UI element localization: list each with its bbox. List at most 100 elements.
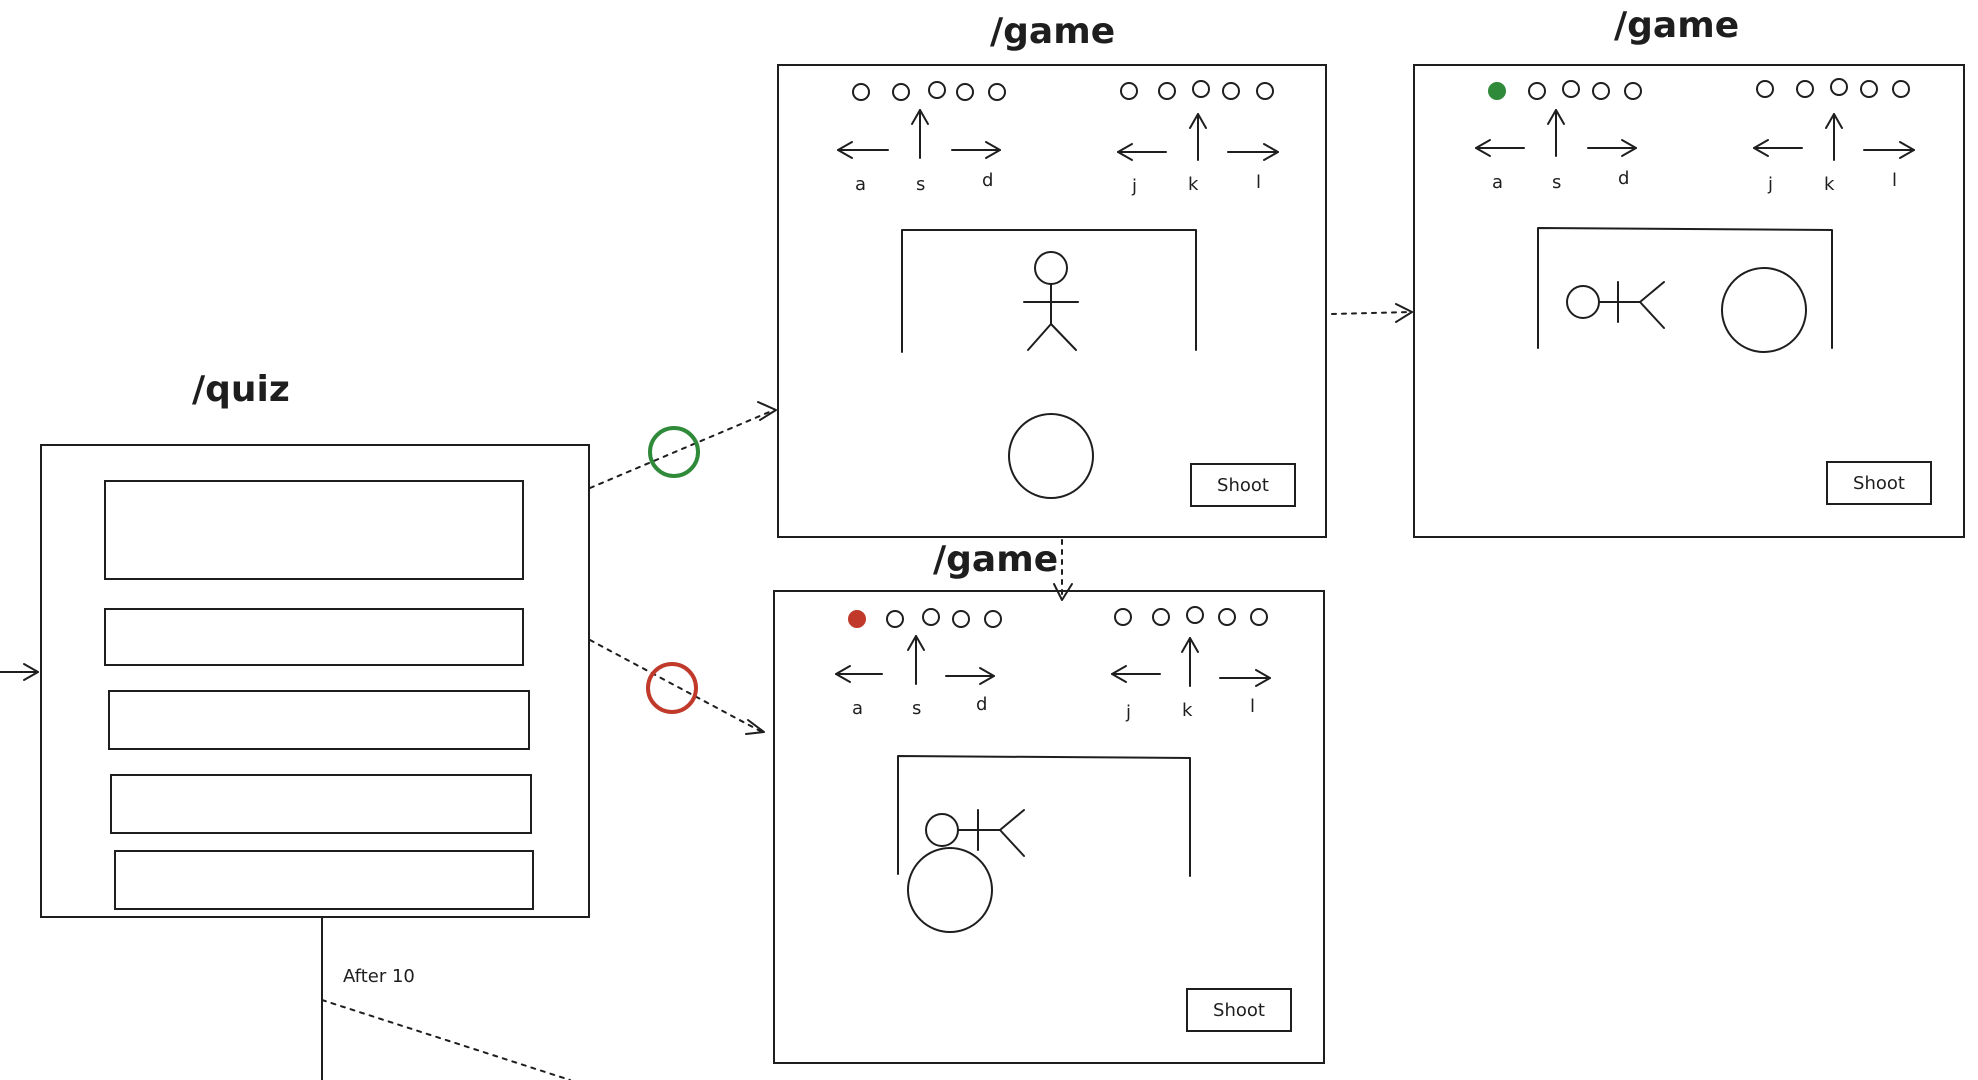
connector-start-to-goal: [1331, 311, 1411, 315]
arrow-right-icon: [1227, 143, 1279, 161]
goalkeeper-icon: [1023, 251, 1079, 351]
score-dot-right: [1256, 82, 1274, 100]
correct-circle-icon: [648, 426, 700, 478]
score-dot-right: [1250, 608, 1268, 626]
shoot-button[interactable]: Shoot: [1186, 988, 1292, 1032]
score-dot-left: [1624, 82, 1642, 100]
score-dot-right: [1756, 80, 1774, 98]
score-dot-right: [1796, 80, 1814, 98]
arrow-up-icon: [907, 635, 925, 685]
arrow-up-icon: [1189, 113, 1207, 161]
key-label-l: l: [1892, 170, 1898, 191]
score-dot-left: [988, 83, 1006, 101]
ball-icon: [1721, 267, 1807, 353]
score-dot-right: [1120, 82, 1138, 100]
score-dot-left: [922, 608, 940, 626]
score-dot-scored: [1488, 82, 1506, 100]
arrow-left-icon: [1475, 139, 1525, 157]
key-label-s: s: [1552, 172, 1562, 193]
arrow-up-icon: [1181, 637, 1199, 687]
game-goal-screen: [1413, 64, 1965, 538]
score-dot-right: [1158, 82, 1176, 100]
score-dot-missed: [848, 610, 866, 628]
score-dot-left: [952, 610, 970, 628]
arrow-right-icon: [1587, 139, 1637, 157]
score-dot-left: [886, 610, 904, 628]
key-label-a: a: [852, 698, 864, 719]
arrowhead-icon: [1053, 583, 1073, 601]
goal-post-icon: [897, 755, 1191, 877]
key-label-a: a: [855, 174, 867, 195]
ball-icon: [907, 847, 993, 933]
arrow-right-icon: [1863, 141, 1915, 159]
arrow-up-icon: [1825, 113, 1843, 161]
connector-quiz-to-game-correct: [589, 409, 775, 489]
quiz-title: /quiz: [192, 369, 290, 410]
goalkeeper-icon: [925, 809, 1025, 857]
key-label-k: k: [1182, 700, 1193, 721]
quiz-answer-option[interactable]: [110, 774, 532, 834]
goalkeeper-icon: [1566, 281, 1665, 329]
score-dot-right: [1860, 80, 1878, 98]
score-dot-left: [892, 83, 910, 101]
key-label-j: j: [1768, 174, 1774, 195]
key-label-k: k: [1824, 174, 1835, 195]
quiz-answer-option[interactable]: [108, 690, 530, 750]
game-miss-screen: [773, 590, 1325, 1064]
shoot-button[interactable]: Shoot: [1190, 463, 1296, 507]
score-dot-left: [928, 81, 946, 99]
key-label-l: l: [1250, 696, 1256, 717]
arrow-left-icon: [1753, 139, 1803, 157]
wrong-circle-icon: [646, 662, 698, 714]
score-dot-right: [1830, 78, 1848, 96]
key-label-d: d: [976, 694, 988, 715]
score-dot-left: [1528, 82, 1546, 100]
quiz-answer-option[interactable]: [114, 850, 534, 910]
after-note: After 10: [343, 966, 415, 987]
arrow-right-icon: [1219, 669, 1271, 687]
connector-quiz-to-game-wrong: [589, 639, 763, 733]
arrowhead-icon: [1395, 303, 1413, 323]
score-dot-right: [1192, 80, 1210, 98]
score-dot-left: [1562, 80, 1580, 98]
arrow-left-icon: [835, 665, 883, 683]
key-label-d: d: [1618, 168, 1630, 189]
score-dot-left: [984, 610, 1002, 628]
arrow-left-icon: [1117, 143, 1167, 161]
key-label-s: s: [912, 698, 922, 719]
key-label-s: s: [916, 174, 926, 195]
score-dot-right: [1222, 82, 1240, 100]
game-goal-title: /game: [1614, 5, 1740, 46]
arrow-left-icon: [837, 141, 889, 159]
game-miss-title: /game: [933, 539, 1059, 580]
arrow-right-icon: [945, 667, 995, 685]
key-label-l: l: [1256, 172, 1262, 193]
arrow-up-icon: [911, 109, 929, 159]
quiz-answer-option[interactable]: [104, 608, 524, 666]
game-start-title: /game: [990, 11, 1116, 52]
score-dot-right: [1152, 608, 1170, 626]
arrowhead-icon: [757, 401, 777, 421]
shoot-button[interactable]: Shoot: [1826, 461, 1932, 505]
key-label-k: k: [1188, 174, 1199, 195]
connector-after-10: [321, 999, 571, 1080]
ball-icon: [1008, 413, 1094, 499]
key-label-d: d: [982, 170, 994, 191]
quiz-question-box: [104, 480, 524, 580]
score-dot-left: [956, 83, 974, 101]
score-dot-right: [1114, 608, 1132, 626]
key-label-j: j: [1126, 702, 1132, 723]
goal-post-icon: [1537, 227, 1833, 349]
key-label-a: a: [1492, 172, 1504, 193]
arrow-right-icon: [951, 141, 1001, 159]
arrow-up-icon: [1547, 109, 1565, 157]
key-label-j: j: [1132, 176, 1138, 197]
score-dot-right: [1186, 606, 1204, 624]
score-dot-right: [1218, 608, 1236, 626]
score-dot-left: [1592, 82, 1610, 100]
arrow-left-icon: [1111, 665, 1161, 683]
score-dot-right: [1892, 80, 1910, 98]
goal-post-icon: [901, 229, 1197, 353]
